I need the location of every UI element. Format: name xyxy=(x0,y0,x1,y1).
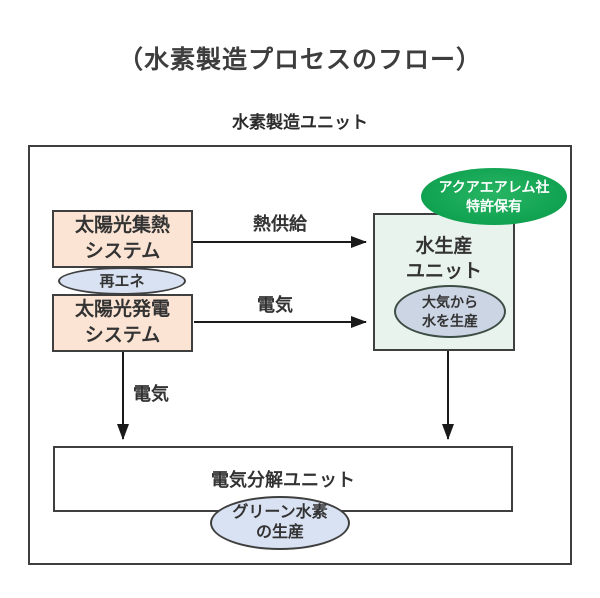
node-label-line: 太陽光集熱 xyxy=(74,215,170,237)
badge-green-hydrogen-production: グリーン水素 の生産 xyxy=(210,496,350,550)
edge-label-heat-supply: 熱供給 xyxy=(253,214,307,234)
badge-label-line: の生産 xyxy=(255,524,304,541)
badge-water-from-air: 大気から 水を生産 xyxy=(394,285,506,338)
node-label-line: システム xyxy=(84,325,161,346)
badge-label-line: グリーン水素 xyxy=(232,504,328,521)
hydrogen-unit-label: 水素製造ユニット xyxy=(232,113,368,132)
badge-renewable-energy: 再エネ xyxy=(58,267,186,295)
edge-label-electricity-right: 電気 xyxy=(257,295,293,315)
badge-label-line: 特許保有 xyxy=(466,197,522,214)
badge-label-line: アクアエアレム社 xyxy=(438,178,550,195)
node-solar-thermal-system: 太陽光集熱 システム xyxy=(52,210,193,268)
badge-label-line: 水を生産 xyxy=(422,312,478,329)
badge-aquaaerem-patent: アクアエアレム社 特許保有 xyxy=(421,168,567,225)
node-label-line: ユニット xyxy=(405,260,482,282)
edge-label-electricity-down: 電気 xyxy=(133,384,169,404)
page-title: （水素製造プロセスのフロー） xyxy=(117,46,482,74)
node-label-line: 太陽光発電 xyxy=(74,299,170,321)
node-label-line: 水生産 xyxy=(415,236,473,257)
badge-label-line: 大気から xyxy=(422,294,478,311)
node-label-line: システム xyxy=(84,241,161,262)
badge-label: 再エネ xyxy=(99,272,145,290)
node-solar-pv-system: 太陽光発電 システム xyxy=(52,294,193,352)
node-label-line: 電気分解ユニット xyxy=(211,470,355,490)
